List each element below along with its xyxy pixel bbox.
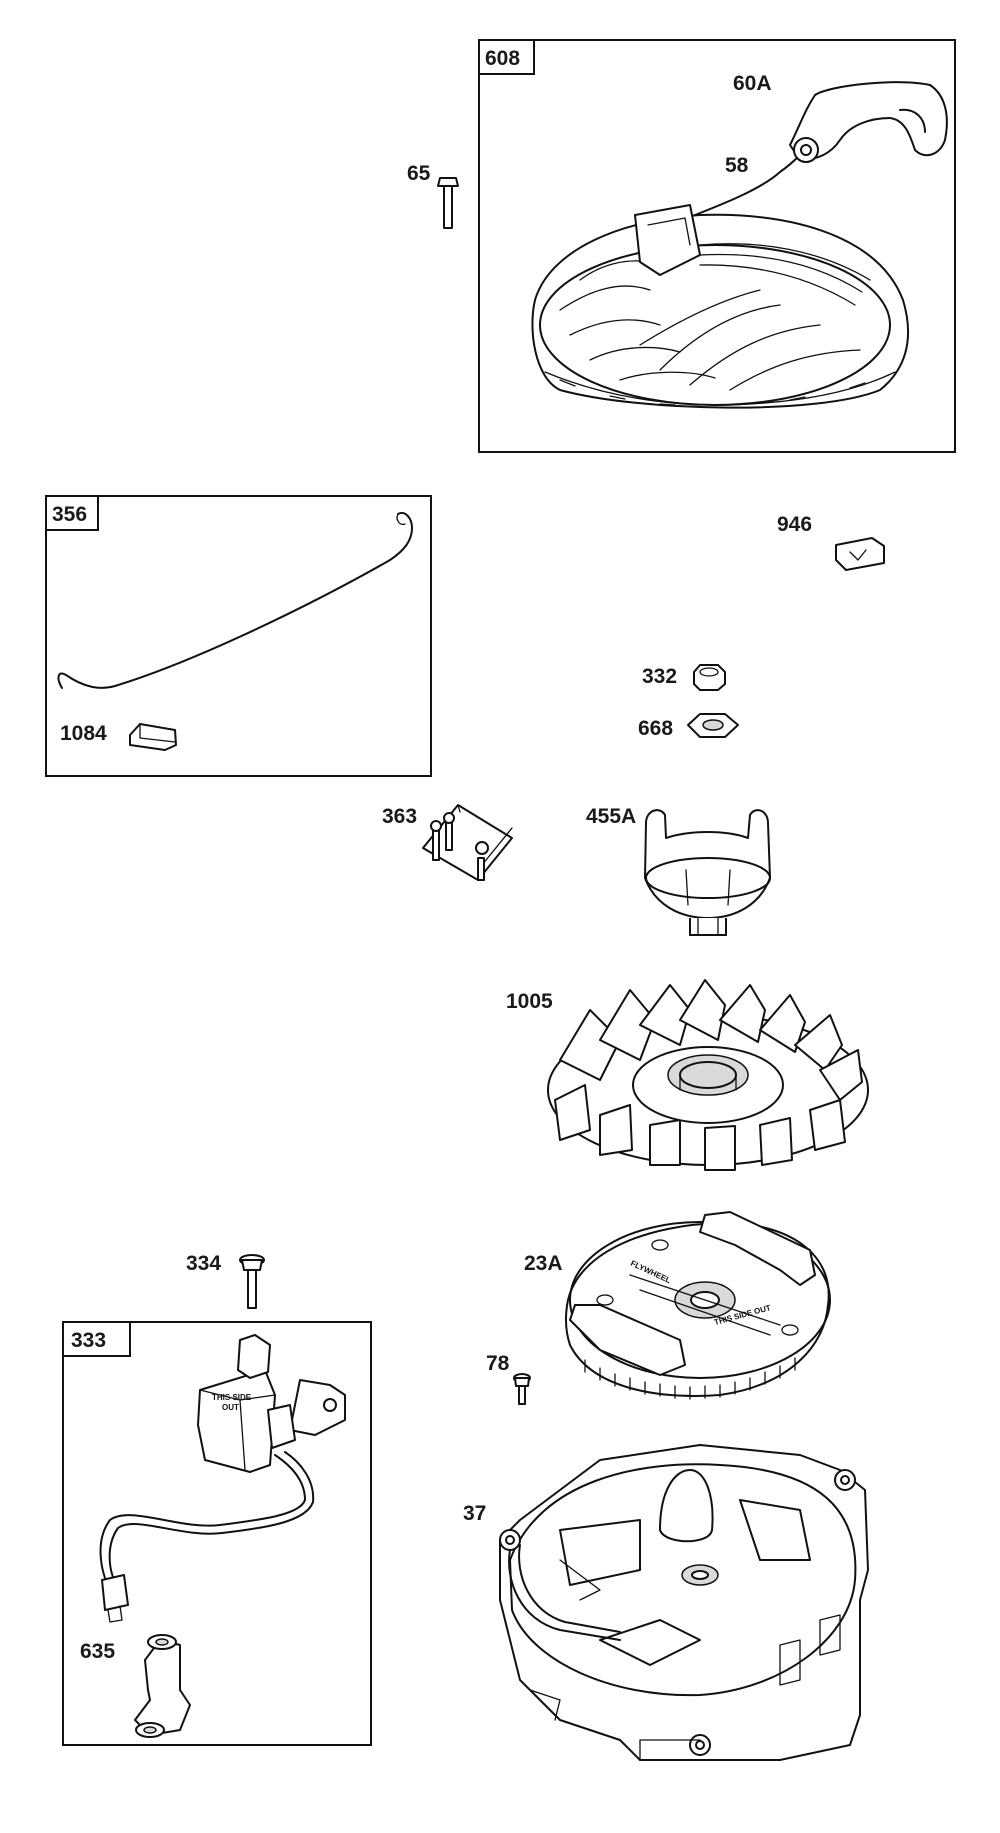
screw-65[interactable]: 65 (407, 162, 459, 229)
callout-455a: 455A (586, 805, 636, 828)
callout-946: 946 (777, 513, 812, 536)
spark-plug-boot (134, 1634, 191, 1738)
flywheel-23a[interactable]: 23A FLYWHEEL THIS SIDE OUT (524, 1211, 831, 1400)
screw-78[interactable]: 78 (486, 1352, 531, 1405)
armature-marking-2: OUT (222, 1403, 239, 1412)
fan-1005[interactable]: 1005 (506, 979, 869, 1171)
callout-1084: 1084 (60, 722, 107, 745)
ignition-armature: THIS SIDE OUT (197, 1334, 346, 1473)
washer-668[interactable]: 668 (638, 713, 739, 740)
callout-37: 37 (463, 1502, 486, 1525)
screw-334[interactable]: 334 (186, 1252, 265, 1309)
armature-marking-1: THIS SIDE (212, 1393, 252, 1402)
ground-wire (57, 512, 413, 689)
callout-332: 332 (642, 665, 677, 688)
spark-plug-lead (99, 1454, 306, 1591)
callout-635: 635 (80, 1640, 115, 1663)
rewind-starter-box[interactable]: 608 (478, 39, 956, 453)
nut-332[interactable]: 332 (642, 664, 726, 691)
callout-65: 65 (407, 162, 431, 185)
callout-1005: 1005 (506, 990, 553, 1013)
callout-58: 58 (725, 154, 749, 177)
starter-cover (531, 204, 910, 409)
box-label-356: 356 (52, 503, 87, 526)
box-label-333: 333 (71, 1329, 106, 1352)
callout-363: 363 (382, 805, 417, 828)
callout-23a: 23A (524, 1252, 563, 1275)
starter-handle (789, 81, 948, 163)
bracket-363[interactable]: 363 (382, 804, 513, 881)
box-label-608: 608 (485, 47, 520, 70)
blower-housing-37[interactable]: 37 (463, 1444, 869, 1761)
ground-wire-box[interactable]: 356 1084 (45, 495, 432, 777)
callout-60a: 60A (733, 72, 772, 95)
starter-rope (694, 154, 801, 216)
callout-78: 78 (486, 1352, 510, 1375)
clip-946[interactable]: 946 (777, 513, 885, 571)
wire-terminal (129, 723, 177, 751)
clutch-455a[interactable]: 455A (586, 805, 771, 936)
spark-plug-lead-edge (108, 1451, 315, 1587)
callout-334: 334 (186, 1252, 221, 1275)
ignition-armature-box[interactable]: 333 THIS SIDE OUT 635 (62, 1321, 372, 1746)
callout-668: 668 (638, 717, 673, 740)
